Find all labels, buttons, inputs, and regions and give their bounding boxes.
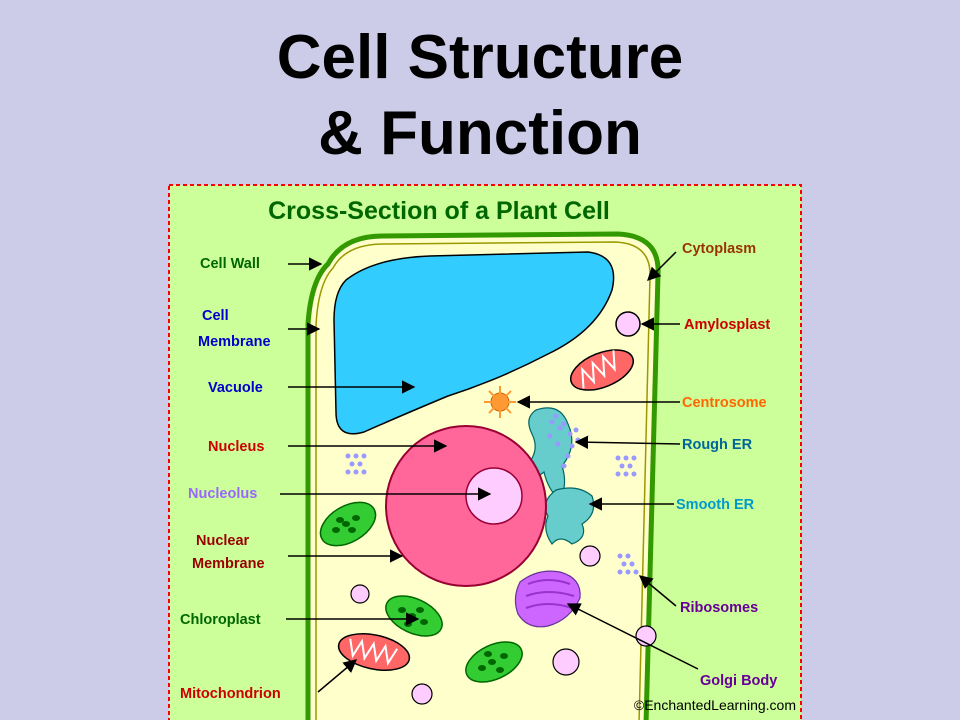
golgi-body	[514, 570, 581, 628]
ribosome-cluster-er	[547, 413, 581, 469]
slide-title: Cell Structure & Function	[0, 20, 960, 172]
nucleus	[385, 425, 547, 587]
mitochondrion-upper	[569, 349, 635, 391]
label-rough-er: Rough ER	[682, 437, 753, 453]
label-centrosome: Centrosome	[682, 395, 767, 411]
label-cell-wall: Cell Wall	[200, 256, 260, 272]
title-line-1: Cell Structure	[276, 23, 684, 92]
nucleolus	[465, 467, 523, 525]
smooth-er	[544, 487, 595, 545]
label-golgi-body: Golgi Body	[700, 673, 777, 689]
label-nucleolus: Nucleolus	[188, 486, 257, 502]
vesicles	[350, 545, 657, 705]
label-mitochondrion: Mitochondrion	[180, 686, 281, 702]
label-cytoplasm: Cytoplasm	[682, 241, 756, 257]
label-nuclear-membrane: Nuclear	[196, 533, 250, 549]
left-labels: Cell WallCellMembraneVacuoleNucleusNucle…	[180, 256, 281, 702]
label-vacuole: Vacuole	[208, 380, 263, 396]
label-chloroplast: Chloroplast	[180, 612, 261, 628]
label-smooth-er: Smooth ER	[676, 497, 755, 513]
ribosome-cluster-left	[345, 453, 367, 475]
centrosome	[484, 386, 516, 418]
label-ribosomes: Ribosomes	[680, 600, 758, 616]
chloroplast-left	[319, 501, 377, 547]
label-cell-membrane: Cell	[202, 308, 229, 324]
amylosplast	[615, 311, 641, 337]
label-nuclear-membrane-line2: Membrane	[192, 556, 265, 572]
ribosome-cluster-right	[615, 455, 637, 477]
rough-er	[527, 407, 573, 501]
label-arrows	[280, 251, 699, 693]
credit-text: ©EnchantedLearning.com	[634, 697, 796, 713]
diagram-heading: Cross-Section of a Plant Cell	[268, 197, 610, 225]
cell-membrane	[315, 241, 651, 720]
plant-cell-diagram: Cross-Section of a Plant Cell	[168, 184, 802, 720]
title-line-2: & Function	[318, 99, 642, 168]
ribosome-cluster-lower	[617, 553, 639, 575]
label-cell-membrane-line2: Membrane	[198, 334, 271, 350]
chloroplast-bottom	[465, 641, 523, 683]
label-nucleus: Nucleus	[208, 439, 264, 455]
label-amylosplast: Amylosplast	[684, 317, 770, 333]
